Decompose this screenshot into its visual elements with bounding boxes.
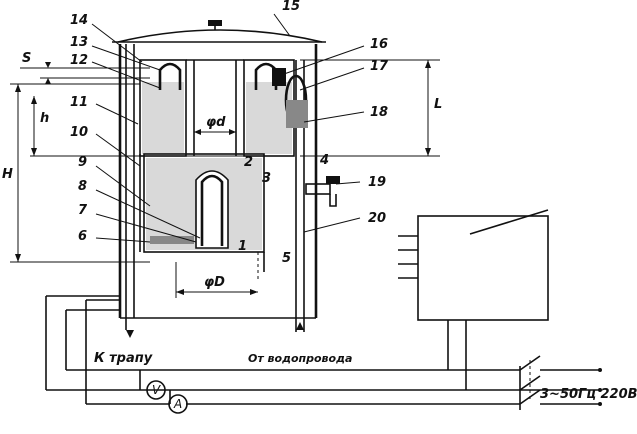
control-unit [417, 215, 549, 321]
label-14: 14 [70, 13, 88, 28]
label-16: 16 [370, 37, 388, 52]
label-17: 17 [370, 59, 389, 74]
tap-body [305, 183, 331, 195]
label-7: 7 [78, 203, 88, 218]
label-13: 13 [70, 35, 88, 50]
inner-electrode-8 [195, 170, 229, 249]
left-hook-tube [158, 62, 182, 90]
lid-dome [117, 29, 323, 43]
bottom-plate-6 [150, 236, 194, 244]
supply-arrow [296, 322, 304, 330]
label-8: 8 [78, 179, 87, 194]
label-10: 10 [70, 125, 88, 140]
control-unit-leader [469, 209, 549, 235]
ammeter-label: A [173, 397, 182, 411]
tap-spout [329, 194, 337, 207]
label-20: 20 [368, 211, 386, 226]
lid-knob [208, 20, 222, 26]
dim-S: S [22, 51, 31, 66]
label-19: 19 [368, 175, 386, 190]
caption-drain: К трапу [94, 351, 153, 366]
voltmeter-label: V [152, 383, 161, 397]
label-9: 9 [78, 155, 87, 170]
voltmeter [146, 380, 166, 400]
working-chamber [143, 153, 265, 253]
inner-electrode-7 [200, 174, 224, 246]
label-1: 1 [238, 239, 247, 254]
dim-h: h [40, 111, 49, 126]
label-11: 11 [70, 95, 88, 110]
coil-fill [286, 100, 308, 128]
tap-handle [326, 176, 340, 184]
label-3: 3 [262, 171, 271, 186]
dim-H: H [2, 167, 13, 182]
dim-D: φD [204, 275, 225, 290]
label-5: 5 [282, 251, 291, 266]
dim-d: φd [206, 115, 226, 130]
switch-blade-2 [519, 375, 541, 391]
label-6: 6 [78, 229, 87, 244]
right-upper-fill [246, 82, 292, 154]
dim-L: L [434, 97, 442, 112]
label-2: 2 [244, 155, 253, 170]
caption-water-supply: От водопровода [248, 352, 352, 365]
label-12: 12 [70, 53, 88, 68]
ammeter [168, 394, 188, 414]
label-18: 18 [370, 105, 388, 120]
left-upper-fill [142, 82, 184, 154]
drain-arrow [126, 330, 134, 338]
label-4: 4 [319, 153, 329, 168]
label-15: 15 [282, 0, 300, 14]
leader-lines [91, 13, 365, 243]
caption-power: 3~50Гц 220В [540, 387, 637, 402]
item-16-block [272, 68, 286, 86]
